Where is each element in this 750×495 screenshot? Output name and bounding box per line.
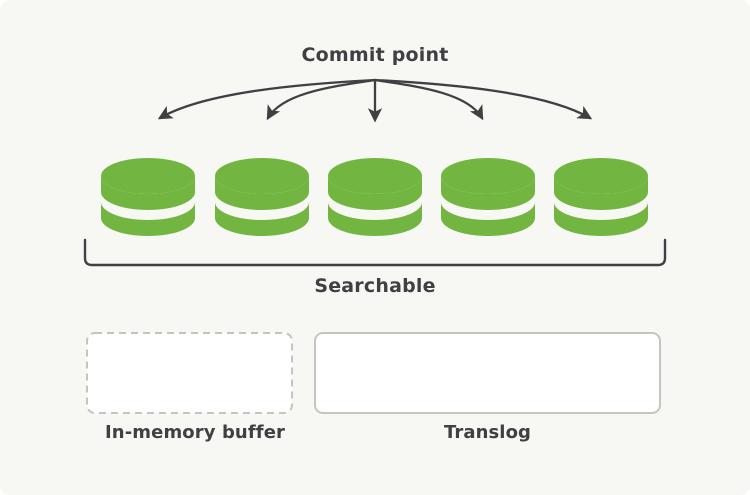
searchable-label: Searchable: [314, 275, 436, 297]
translog-box[interactable]: [314, 332, 661, 414]
searchable-bracket: [83, 238, 667, 267]
segment-4: [441, 158, 535, 236]
segment-3: [328, 158, 422, 236]
arrow-to-segment-2: [266, 78, 377, 121]
arrow-to-segment-5: [373, 78, 593, 120]
in-memory-buffer-label: In-memory buffer: [105, 422, 285, 443]
arrow-to-segment-1: [157, 78, 377, 120]
segment-2: [215, 158, 309, 236]
arrow-to-segment-4: [373, 78, 484, 121]
segment-1: [101, 158, 195, 236]
translog-label: Translog: [443, 422, 532, 443]
segment-5: [554, 158, 648, 236]
segment-cylinders: [101, 158, 648, 236]
commit-point-arrows: [157, 78, 593, 123]
in-memory-buffer-box[interactable]: [86, 332, 293, 414]
commit-point-label: Commit point: [301, 44, 449, 66]
